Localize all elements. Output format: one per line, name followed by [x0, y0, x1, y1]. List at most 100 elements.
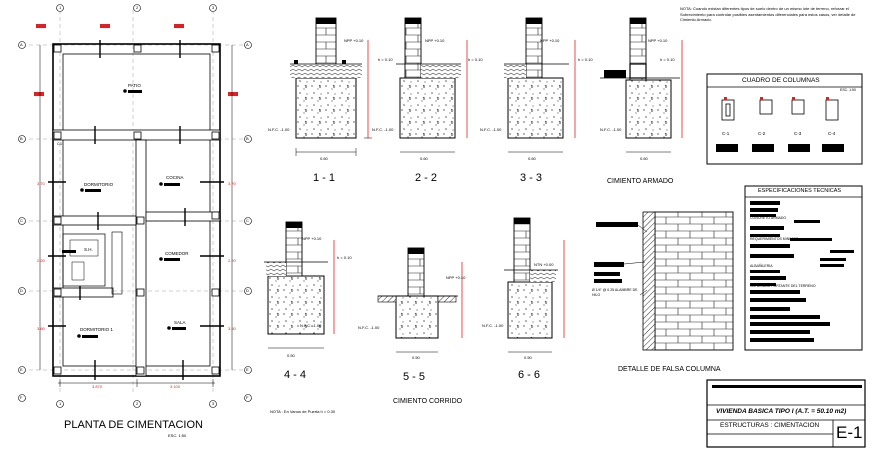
nfc-label-2: N.F.C. -1.00: [372, 127, 394, 132]
general-note: NOTA: Cuando existan diferentes tipos de…: [680, 6, 856, 23]
false-column-detail: [594, 211, 734, 351]
axis-left-e: E: [20, 367, 23, 372]
footing-section-4-4: [264, 221, 335, 349]
nfc-label-5: N.F.C. -1.00: [300, 323, 322, 328]
title-block: [706, 379, 866, 448]
axis-left-a: A: [20, 42, 23, 47]
axis-left-d: D: [20, 288, 23, 293]
dim-bottom-1: 3.870: [92, 384, 103, 389]
npp-label-1: NPP +0.10: [344, 38, 364, 43]
npp-label-5: NPP +0.10: [302, 236, 322, 241]
axis-top-2: 2: [136, 5, 139, 10]
plan-title: PLANTA DE CIMENTACION: [64, 419, 203, 431]
axis-left-f: F: [20, 395, 23, 400]
axis-right-d: D: [246, 288, 249, 293]
room-label-dormitorio: DORMITORIO: [84, 182, 114, 187]
section-label-6-6: 6 - 6: [518, 369, 541, 381]
width-label-2: 0.60: [420, 156, 428, 161]
h-label-4: h = 0.10: [660, 57, 675, 62]
nfc-label-7: N.F.C. -1.00: [482, 323, 504, 328]
width-label-1: 0.60: [320, 156, 328, 161]
room-label-dormitorio1: DORMITORIO 1: [80, 327, 113, 332]
footing-section-2-2: [396, 17, 468, 153]
h-label-3: h = 0.10: [578, 57, 593, 62]
footing-section-5-5: [377, 247, 463, 353]
width-label-5: 0.50: [287, 353, 295, 358]
columns-table-title: CUADRO DE COLUMNAS: [742, 77, 820, 84]
footing-section-3-3: [504, 17, 576, 153]
section-label-4-4: 4 - 4: [284, 369, 307, 381]
svg-text:2.20: 2.20: [228, 258, 237, 263]
axis-left-c: C: [20, 218, 23, 223]
plan-scale: ESC. 1:50: [168, 433, 187, 438]
axis-right-e: E: [246, 367, 249, 372]
axis-top-3: 3: [212, 5, 215, 10]
specs-line-3: ALBAÑILERIA: [750, 264, 773, 268]
footing-section-armado: [600, 17, 683, 153]
false-column-label: Ø 1/4" @ 0.25 ALAMBRE DE HILO: [592, 288, 638, 297]
specs-box: [744, 185, 863, 351]
armado-title: CIMIENTO ARMADO: [607, 178, 674, 185]
axis-right-c: C: [246, 218, 249, 223]
specs-line-4: CAPACIDAD PORTANTE DEL TERRENO: [750, 284, 816, 288]
foundation-plan: 3.702.203.60 3.702.203.60: [18, 4, 252, 408]
column-label-c3: C-3: [794, 131, 802, 136]
specs-title: ESPECIFICACIONES TECNICAS: [758, 188, 842, 194]
footing-section-6-6: [504, 217, 565, 353]
section-label-5-5: 5 - 5: [403, 371, 426, 383]
columns-table-scale: ESC. 1:50: [840, 88, 856, 92]
npp-label-3: NPP +0.10: [540, 38, 560, 43]
svg-text:3.60: 3.60: [37, 326, 46, 331]
room-label-cocina: COCINA: [166, 175, 184, 180]
axis-bottom-2: 2: [136, 401, 139, 406]
h-label-2: h = 0.10: [468, 57, 483, 62]
footing-section-1-1: [290, 17, 372, 156]
specs-line-1: CONCRETO ARMADO: [750, 216, 787, 220]
h-label-5: h = 0.10: [337, 255, 352, 260]
width-label-7: 0.50: [524, 355, 532, 360]
h-label-1: h = 0.10: [378, 57, 393, 62]
nfc-label-6: N.F.C. -1.00: [358, 325, 380, 330]
svg-text:2.20: 2.20: [37, 258, 46, 263]
sections-note: NOTA : En Vanos de Puerta h = 0.30: [270, 409, 336, 414]
axis-right-f: F: [246, 395, 249, 400]
nfc-label-1: N.F.C. -1.00: [268, 127, 290, 132]
axis-right-a: A: [246, 42, 249, 47]
width-label-4: 0.60: [640, 156, 648, 161]
section-label-3-3: 3 - 3: [520, 172, 543, 184]
axis-bottom-3: 3: [212, 401, 215, 406]
axis-top-1: 1: [59, 5, 62, 10]
svg-text:3.60: 3.60: [228, 326, 237, 331]
npp-label-6: NPP +0.10: [446, 275, 466, 280]
room-label-patio: PATIO: [128, 83, 141, 88]
false-column-title: DETALLE DE FALSA COLUMNA: [618, 366, 721, 373]
column-label-c2: C-2: [758, 131, 766, 136]
svg-text:3.70: 3.70: [228, 181, 237, 186]
column-label-c1: C-1: [722, 131, 730, 136]
column-label-c4: C-4: [828, 131, 836, 136]
npp-label-4: NPP +0.10: [648, 38, 668, 43]
room-label-sala: SALA: [174, 320, 186, 325]
width-label-6: 0.50: [412, 355, 420, 360]
axis-left-b: B: [20, 136, 23, 141]
columns-table: [706, 73, 863, 165]
npp-label-2: NPP +0.10: [425, 38, 445, 43]
ntn-label: NTN +0.00: [534, 262, 554, 267]
nfc-label-3: N.F.C. -1.00: [480, 127, 502, 132]
dim-bottom-2: 3.100: [170, 384, 181, 389]
axis-bottom-1: 1: [59, 401, 62, 406]
column-tag: C1: [57, 141, 63, 146]
section-label-2-2: 2 - 2: [415, 172, 438, 184]
sheet-subject: ESTRUCTURAS : CIMENTACION: [720, 422, 820, 429]
specs-line-2: REQUERIMIENTOS MINIMOS: [750, 237, 799, 241]
project-title: VIVIENDA BASICA TIPO I (A.T. = 50.10 m2): [716, 408, 847, 415]
width-label-3: 0.60: [528, 156, 536, 161]
sheet-number: E-1: [836, 423, 863, 442]
section-label-1-1: 1 - 1: [313, 172, 336, 184]
room-label-comedor: COMEDOR: [165, 251, 189, 256]
nfc-label-4: N.F.C. -1.00: [600, 127, 622, 132]
corrido-title: CIMIENTO CORRIDO: [393, 398, 463, 405]
axis-right-b: B: [246, 136, 249, 141]
room-label-sh: S.H.: [84, 247, 93, 252]
